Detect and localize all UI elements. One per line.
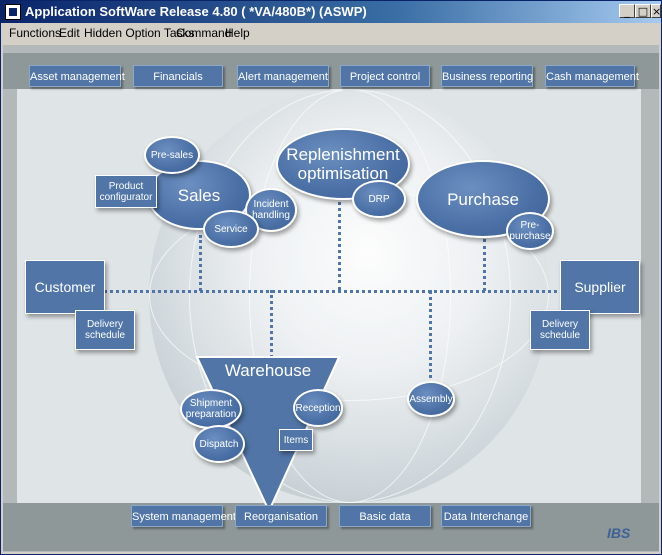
product-configurator-node[interactable]: Product configurator <box>95 175 157 208</box>
menu-bar: Functions Edit Hidden Option Tasks Comma… <box>1 23 661 43</box>
menu-hidden-option-tasks[interactable]: Hidden Option Tasks <box>84 26 195 40</box>
project-control-button[interactable]: Project control <box>340 65 430 87</box>
menu-functions[interactable]: Functions <box>9 26 62 40</box>
shipment-preparation-node[interactable]: Shipment preparation <box>180 389 242 429</box>
pre-sales-node[interactable]: Pre-sales <box>144 136 200 174</box>
replenishment-optimisation-node[interactable]: Replenishment optimisation <box>276 128 410 200</box>
cash-management-button[interactable]: Cash management <box>545 65 639 87</box>
incident-handling-node[interactable]: Incident handling <box>245 188 297 232</box>
menu-help[interactable]: Help <box>225 26 250 40</box>
process-map: Sales Pre-sales Product configurator Inc… <box>17 89 641 514</box>
business-reporting-button[interactable]: Business reporting <box>441 65 533 87</box>
pre-purchase-node[interactable]: Pre-purchase <box>506 212 554 250</box>
service-node[interactable]: Service <box>203 210 259 248</box>
connector-replenishment <box>338 177 341 291</box>
maximize-button[interactable]: □ <box>635 4 651 18</box>
customer-node[interactable]: Customer <box>25 260 105 314</box>
close-button[interactable]: × <box>651 4 662 18</box>
asset-management-button[interactable]: Asset management <box>29 65 125 87</box>
items-node[interactable]: Items <box>279 429 313 451</box>
financials-button[interactable]: Financials <box>133 65 223 87</box>
bottom-band <box>3 503 659 551</box>
reception-node[interactable]: Reception <box>293 389 343 427</box>
supplier-delivery-schedule-node[interactable]: Delivery schedule <box>530 310 590 350</box>
menu-edit[interactable]: Edit <box>59 26 80 40</box>
title-bar[interactable]: Application SoftWare Release 4.80 ( *VA/… <box>1 1 661 23</box>
connector-main <box>87 290 587 293</box>
connector-sales <box>199 235 202 291</box>
alert-management-button[interactable]: Alert management <box>237 65 329 87</box>
reorganisation-button[interactable]: Reorganisation <box>235 505 327 527</box>
navigation-canvas: Sales Pre-sales Product configurator Inc… <box>3 45 659 552</box>
system-management-button[interactable]: System management <box>131 505 236 527</box>
supplier-node[interactable]: Supplier <box>560 260 640 314</box>
minimize-button[interactable]: _ <box>619 4 635 18</box>
customer-delivery-schedule-node[interactable]: Delivery schedule <box>75 310 135 350</box>
dispatch-node[interactable]: Dispatch <box>193 425 245 463</box>
connector-warehouse <box>270 290 273 400</box>
window-title: Application SoftWare Release 4.80 ( *VA/… <box>25 4 367 19</box>
connector-assembly <box>429 290 432 386</box>
data-interchange-button[interactable]: Data Interchange <box>441 505 531 527</box>
connector-purchase <box>483 239 486 291</box>
app-icon[interactable] <box>5 4 21 20</box>
drp-node[interactable]: DRP <box>352 180 406 218</box>
ibs-logo: IBS <box>607 525 631 541</box>
basic-data-button[interactable]: Basic data <box>339 505 431 527</box>
warehouse-label[interactable]: Warehouse <box>224 361 312 380</box>
menu-command[interactable]: Command <box>176 26 232 40</box>
assembly-node[interactable]: Assembly <box>407 381 455 417</box>
